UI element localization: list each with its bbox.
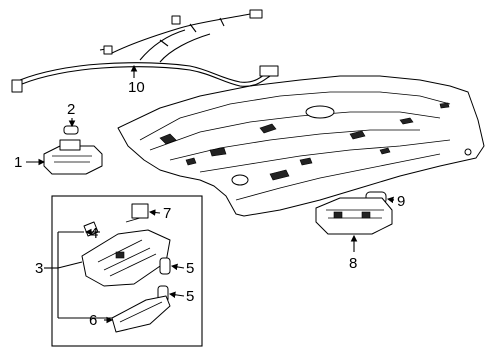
harness-connector <box>259 65 279 77</box>
callout-2: 2 <box>67 101 75 118</box>
bulb-part-2 <box>63 125 79 135</box>
lens-part-6 <box>111 295 171 333</box>
callout-5-upper: 5 <box>186 260 194 277</box>
wire-harness <box>11 9 279 93</box>
callout-7: 7 <box>163 205 171 222</box>
connector-part-7 <box>125 203 149 223</box>
callout-4: 4 <box>90 225 98 242</box>
harness-end-connector <box>11 79 23 93</box>
leader-lines <box>26 64 395 324</box>
callout-3: 3 <box>35 260 43 277</box>
inset-box <box>51 195 203 347</box>
callout-6: 6 <box>89 312 97 329</box>
callout-10: 10 <box>128 79 145 96</box>
dome-lamp-part-1 <box>43 139 103 175</box>
callout-8: 8 <box>349 255 357 272</box>
callout-5-lower: 5 <box>186 288 194 305</box>
callout-1: 1 <box>14 154 22 171</box>
headliner-panel <box>117 75 485 217</box>
lamp-housing <box>81 229 171 287</box>
map-lamp-part-8 <box>315 197 393 235</box>
bulb-part-5a <box>159 257 171 275</box>
callout-9: 9 <box>397 193 405 210</box>
